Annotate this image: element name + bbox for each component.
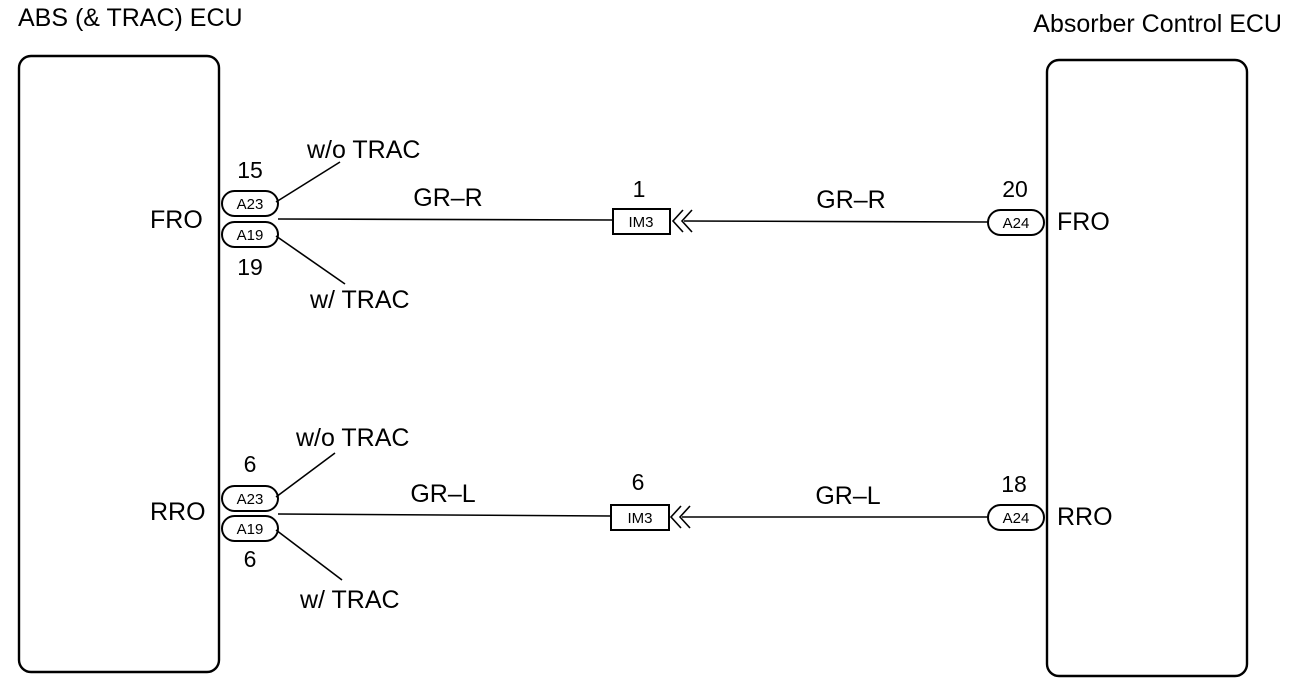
left-connector-bottom-pin: 19 (237, 254, 263, 280)
wire-right (683, 220, 989, 223)
wire-right-color: GR–L (815, 482, 880, 510)
junction-connector-id: IM3 (627, 510, 652, 527)
note-bottom: w/ TRAC (299, 586, 400, 614)
right-ecu-box (1045, 58, 1249, 678)
right-connector-pin: 20 (1002, 176, 1028, 202)
junction-connector (612, 208, 671, 235)
junction-pin: 6 (632, 469, 645, 495)
wire-left (277, 218, 614, 221)
right-connector-id: A24 (1003, 510, 1030, 527)
left-connector-top-id: A23 (237, 196, 264, 213)
note-top: w/o TRAC (295, 424, 409, 452)
note-bottom: w/ TRAC (309, 286, 410, 314)
right-signal-label: FRO (1057, 208, 1110, 236)
note-leader-top (275, 452, 336, 498)
junction-chevrons (669, 505, 691, 529)
note-leader-bottom (275, 235, 346, 285)
right-connector-id: A24 (1003, 215, 1030, 232)
right-signal-label: RRO (1057, 503, 1113, 531)
wire-left-color: GR–L (410, 480, 475, 508)
junction-connector-id: IM3 (628, 214, 653, 231)
left-connector-bottom-pin: 6 (244, 546, 257, 572)
left-connector-top-id: A23 (237, 491, 264, 508)
note-leader-top (275, 161, 341, 203)
right-connector-pin: 18 (1001, 471, 1027, 497)
note-top: w/o TRAC (306, 136, 420, 164)
left-signal-label: RRO (150, 498, 206, 526)
note-leader-bottom (275, 529, 343, 581)
left-connector-top (221, 485, 279, 512)
wire-right-color: GR–R (816, 186, 885, 214)
junction-connector (610, 504, 670, 531)
junction-pin: 1 (633, 176, 646, 202)
left-connector-bottom-id: A19 (237, 521, 264, 538)
left-ecu-title: ABS (& TRAC) ECU (18, 4, 243, 32)
left-connector-top (221, 190, 279, 217)
circuit-fro: FRO A23 A19 15 19 w/o TRAC w/ TRAC GR–R … (150, 136, 1110, 314)
left-connector-bottom-id: A19 (237, 227, 264, 244)
left-ecu-box (17, 54, 221, 674)
right-ecu-title: Absorber Control ECU (1033, 10, 1282, 38)
left-connector-bottom (221, 221, 279, 248)
left-connector-top-pin: 6 (244, 451, 257, 477)
left-connector-top-pin: 15 (237, 157, 263, 183)
junction-chevrons (671, 209, 693, 233)
right-connector (987, 209, 1045, 236)
right-connector (987, 504, 1045, 531)
wire-left (277, 513, 612, 517)
left-connector-bottom (221, 515, 279, 542)
wire-left-color: GR–R (413, 184, 482, 212)
left-signal-label: FRO (150, 206, 203, 234)
circuit-rro: RRO A23 A19 6 6 w/o TRAC w/ TRAC GR–L IM… (150, 424, 1113, 614)
